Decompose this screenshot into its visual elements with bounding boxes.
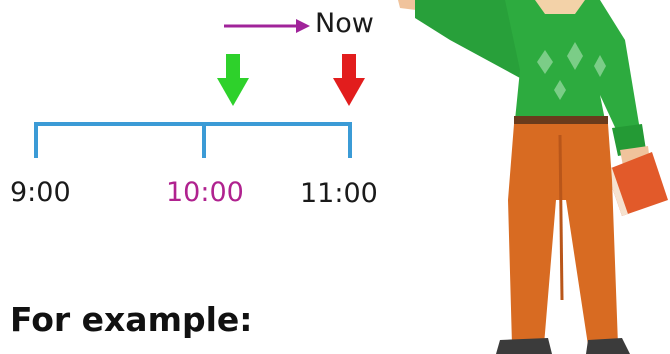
belt: [514, 116, 608, 126]
for-example-heading: For example:: [10, 300, 253, 339]
sweater: [505, 0, 640, 138]
teacher-figure-icon: [398, 0, 668, 354]
right-shoe: [586, 338, 630, 354]
time-label-10: 10:00: [166, 177, 244, 208]
sweater-pattern: [537, 42, 606, 100]
red-down-arrow-icon: [333, 54, 365, 106]
green-down-arrow-icon: [217, 54, 249, 106]
timeline: [34, 122, 352, 158]
left-shoe: [496, 338, 552, 354]
time-label-9: 9:00: [10, 177, 71, 208]
now-arrow: [224, 19, 310, 33]
time-label-11: 11:00: [300, 178, 378, 209]
book-icon: [606, 152, 668, 216]
trousers: [508, 124, 618, 345]
neck: [535, 0, 585, 14]
now-label: Now: [315, 8, 374, 39]
